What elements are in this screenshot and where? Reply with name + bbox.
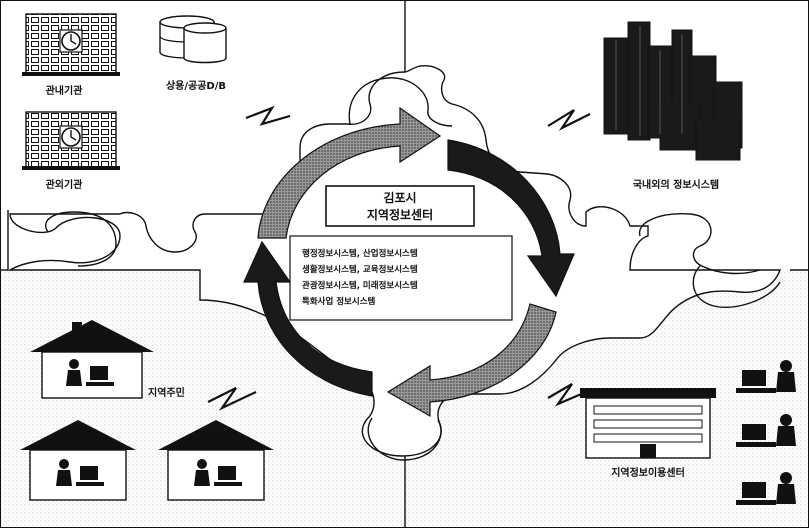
service-line-1: 행정정보시스템, 산업정보시스템 bbox=[302, 248, 418, 259]
label-external-org: 관외기관 bbox=[46, 178, 84, 191]
label-residents: 지역주민 bbox=[148, 386, 185, 399]
service-line-2: 생활정보시스템, 교육정보시스템 bbox=[302, 264, 418, 275]
label-internal-org: 관내기관 bbox=[46, 84, 84, 97]
lightning-bolts bbox=[207, 105, 591, 411]
lightning-icon-bottom-right bbox=[547, 383, 587, 407]
database-icon bbox=[159, 15, 227, 64]
service-line-3: 관광정보시스템, 미래정보시스템 bbox=[302, 280, 418, 291]
service-line-4: 특화사업 정보시스템 bbox=[302, 296, 376, 307]
center-title-line2: 지역정보센터 bbox=[367, 207, 433, 222]
arrow-bottom-left bbox=[243, 240, 373, 397]
house-icon-2 bbox=[20, 420, 136, 501]
person-at-computer-icon bbox=[194, 459, 242, 486]
house-icon-3 bbox=[158, 420, 274, 501]
building-icon-internal bbox=[22, 13, 120, 76]
arrow-bottom-right bbox=[386, 303, 557, 418]
bottom-lobe bbox=[367, 417, 442, 461]
person-at-computer-icon bbox=[56, 459, 104, 486]
person-at-computer-icon-right-3 bbox=[736, 472, 796, 505]
right-lobe-lower bbox=[692, 265, 781, 308]
services-box bbox=[289, 235, 513, 321]
usage-center-building-icon bbox=[580, 388, 716, 459]
person-at-computer-icon-right-1 bbox=[736, 360, 796, 393]
arrow-top-right bbox=[447, 139, 575, 298]
label-info-systems: 국내외의 정보시스템 bbox=[633, 178, 719, 191]
top-lobe bbox=[348, 77, 453, 127]
lightning-icon-top-right bbox=[547, 109, 591, 131]
center-title-line1: 김포시 bbox=[383, 190, 416, 205]
arrow-top-left bbox=[257, 106, 442, 239]
person-at-computer-icon bbox=[66, 359, 114, 386]
person-at-computer-icon-right-2 bbox=[736, 414, 796, 447]
lightning-icon-bottom-left bbox=[207, 387, 257, 411]
lightning-icon-top-left bbox=[245, 105, 291, 126]
right-lobe bbox=[638, 213, 761, 275]
label-commercial-db: 상용/공공D/B bbox=[166, 79, 226, 92]
cycle-arrows bbox=[243, 106, 575, 418]
title-box bbox=[325, 185, 475, 227]
label-usage-center: 지역정보이용센터 bbox=[611, 466, 685, 479]
building-icon-external bbox=[22, 111, 120, 170]
left-lobe bbox=[45, 211, 117, 267]
house-icon-1 bbox=[30, 320, 154, 399]
city-buildings-icon bbox=[603, 21, 743, 161]
